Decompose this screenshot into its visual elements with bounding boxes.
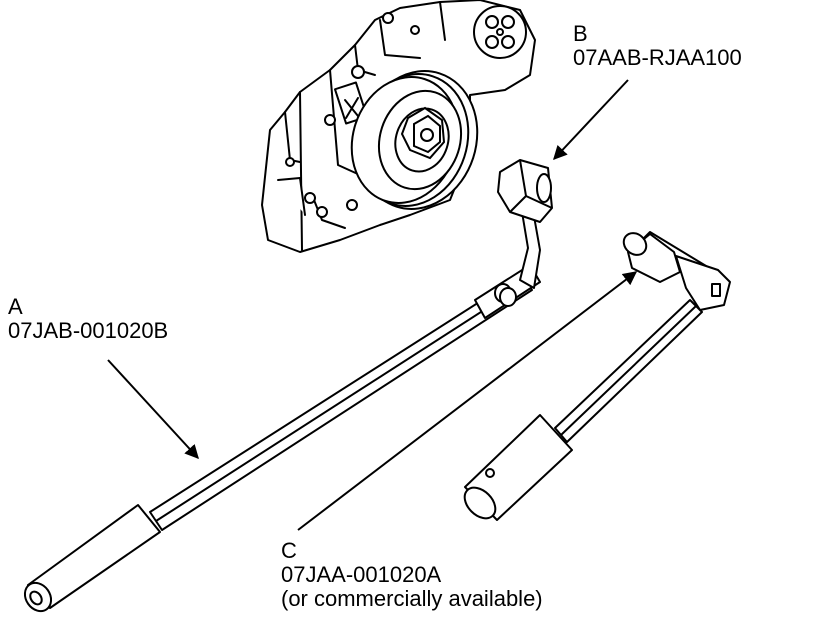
callout-a-label: A 07JAB-001020B	[8, 295, 168, 343]
callout-a-arrow	[107, 359, 199, 460]
callout-c-arrow	[297, 271, 638, 531]
callout-c-label: C 07JAA-001020A (or commercially availab…	[281, 539, 543, 611]
callout-b-part-number: 07AAB-RJAA100	[573, 45, 742, 70]
callout-c-letter: C	[281, 538, 297, 563]
tool-b-holder-attachment	[497, 159, 553, 223]
callout-c-note: (or commercially available)	[281, 586, 543, 611]
callout-a-part-number: 07JAB-001020B	[8, 318, 169, 343]
crankshaft-pulley	[350, 70, 479, 210]
callout-a-letter: A	[8, 294, 23, 319]
callout-b-arrow	[553, 79, 629, 161]
callout-leaders	[107, 79, 638, 531]
callout-c-part-number: 07JAA-001020A	[281, 562, 442, 587]
tool-c-handle	[463, 231, 731, 521]
callout-b-label: B 07AAB-RJAA100	[573, 22, 742, 70]
callout-b-letter: B	[573, 21, 588, 46]
tool-a-holder-handle	[23, 186, 541, 613]
